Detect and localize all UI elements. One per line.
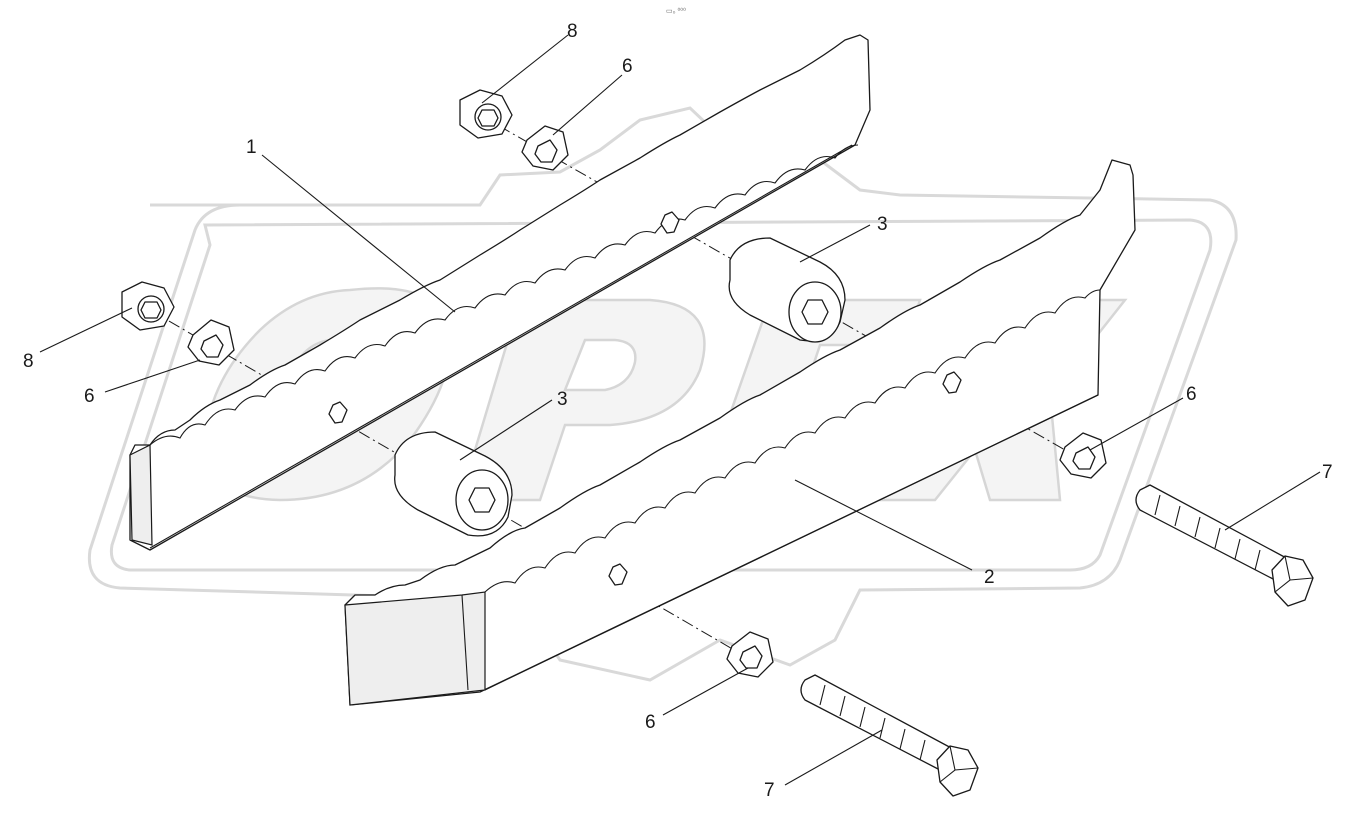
part-8-nut-left xyxy=(121,281,175,331)
strip-2-edge-line xyxy=(484,394,1099,691)
bolt-right-head xyxy=(1271,555,1314,607)
callout-2: 2 xyxy=(984,567,995,588)
watermark-gear-frame xyxy=(87,106,1238,682)
nut-top-hex xyxy=(477,109,499,127)
strip-2-teeth-line xyxy=(484,289,1101,593)
leader-8a xyxy=(481,34,569,104)
leader-7a xyxy=(1224,471,1321,531)
part-1-toothed-strip xyxy=(129,34,871,551)
part-7-bolt-bottom xyxy=(800,674,979,797)
part-6-washer-left xyxy=(187,319,235,366)
callout-8-left: 8 xyxy=(23,351,34,372)
hole-strip2-a xyxy=(942,371,962,394)
bolt-right-head-edge xyxy=(1274,555,1314,593)
leader-6b xyxy=(104,359,201,393)
callout-7-bottom: 7 xyxy=(764,780,775,801)
part-3-spacer-upper xyxy=(728,237,846,343)
washer-top-hole xyxy=(534,139,558,163)
leader-6d xyxy=(662,667,749,716)
bolt-right-thread xyxy=(1154,494,1261,571)
bolt-bottom-head-edge xyxy=(939,745,979,783)
strip-1-edge-line xyxy=(149,144,853,549)
part-6-washer-bottom xyxy=(726,631,774,678)
header-mark: ▭₀ ⁰⁰⁰ xyxy=(666,7,686,15)
callout-8-top: 8 xyxy=(567,21,578,42)
bolt-bottom-head xyxy=(936,745,979,797)
hole-strip1-b xyxy=(328,401,348,424)
part-8-nut-top xyxy=(459,89,513,139)
callout-7-right: 7 xyxy=(1322,462,1333,483)
leader-6a xyxy=(552,74,623,136)
bolt-bottom-thread xyxy=(819,684,926,761)
leader-3b xyxy=(459,399,553,461)
washer-right-hole xyxy=(1072,446,1096,470)
washer-bottom-hole xyxy=(739,645,763,669)
strip-1-body xyxy=(129,34,871,551)
part-6-washer-top xyxy=(521,125,569,171)
leader-1 xyxy=(261,154,456,313)
leader-8b xyxy=(39,307,133,353)
callout-6-top: 6 xyxy=(622,56,633,77)
strip-1-teeth-line xyxy=(149,144,859,446)
nut-left-hex xyxy=(140,301,162,319)
callout-6-left: 6 xyxy=(84,386,95,407)
callout-6-bottom: 6 xyxy=(645,712,656,733)
strip-2-step-line xyxy=(461,594,469,691)
part-6-washer-right xyxy=(1059,432,1107,479)
callout-3-upper: 3 xyxy=(877,214,888,235)
part-2-toothed-strip xyxy=(344,159,1136,706)
part-7-bolt-right xyxy=(1135,484,1314,607)
hole-strip2-b xyxy=(608,563,628,586)
spacer-lower-hex-hole xyxy=(468,487,496,513)
strip-1-end-face xyxy=(129,444,153,546)
watermark-frame-inner xyxy=(109,218,1213,572)
strip-holes xyxy=(328,211,962,586)
callout-labels: 1 2 3 3 6 6 6 6 7 7 8 8 xyxy=(23,21,1333,801)
hole-strip1-a xyxy=(660,211,680,234)
callout-3-lower: 3 xyxy=(557,389,568,410)
callout-6-right: 6 xyxy=(1186,384,1197,405)
leader-2 xyxy=(794,479,973,571)
watermark-letter-p xyxy=(458,298,706,502)
part-3-spacer-lower xyxy=(394,431,513,537)
strip-2-body xyxy=(344,159,1136,706)
spacer-upper-hex-hole xyxy=(801,299,829,325)
strip-2-end-face xyxy=(344,591,486,706)
washer-left-hole xyxy=(200,334,224,358)
leader-7b xyxy=(784,729,883,786)
leader-3a xyxy=(799,224,871,263)
callout-leaders xyxy=(39,34,1321,786)
leader-6c xyxy=(1089,397,1184,451)
callout-1: 1 xyxy=(246,137,257,158)
